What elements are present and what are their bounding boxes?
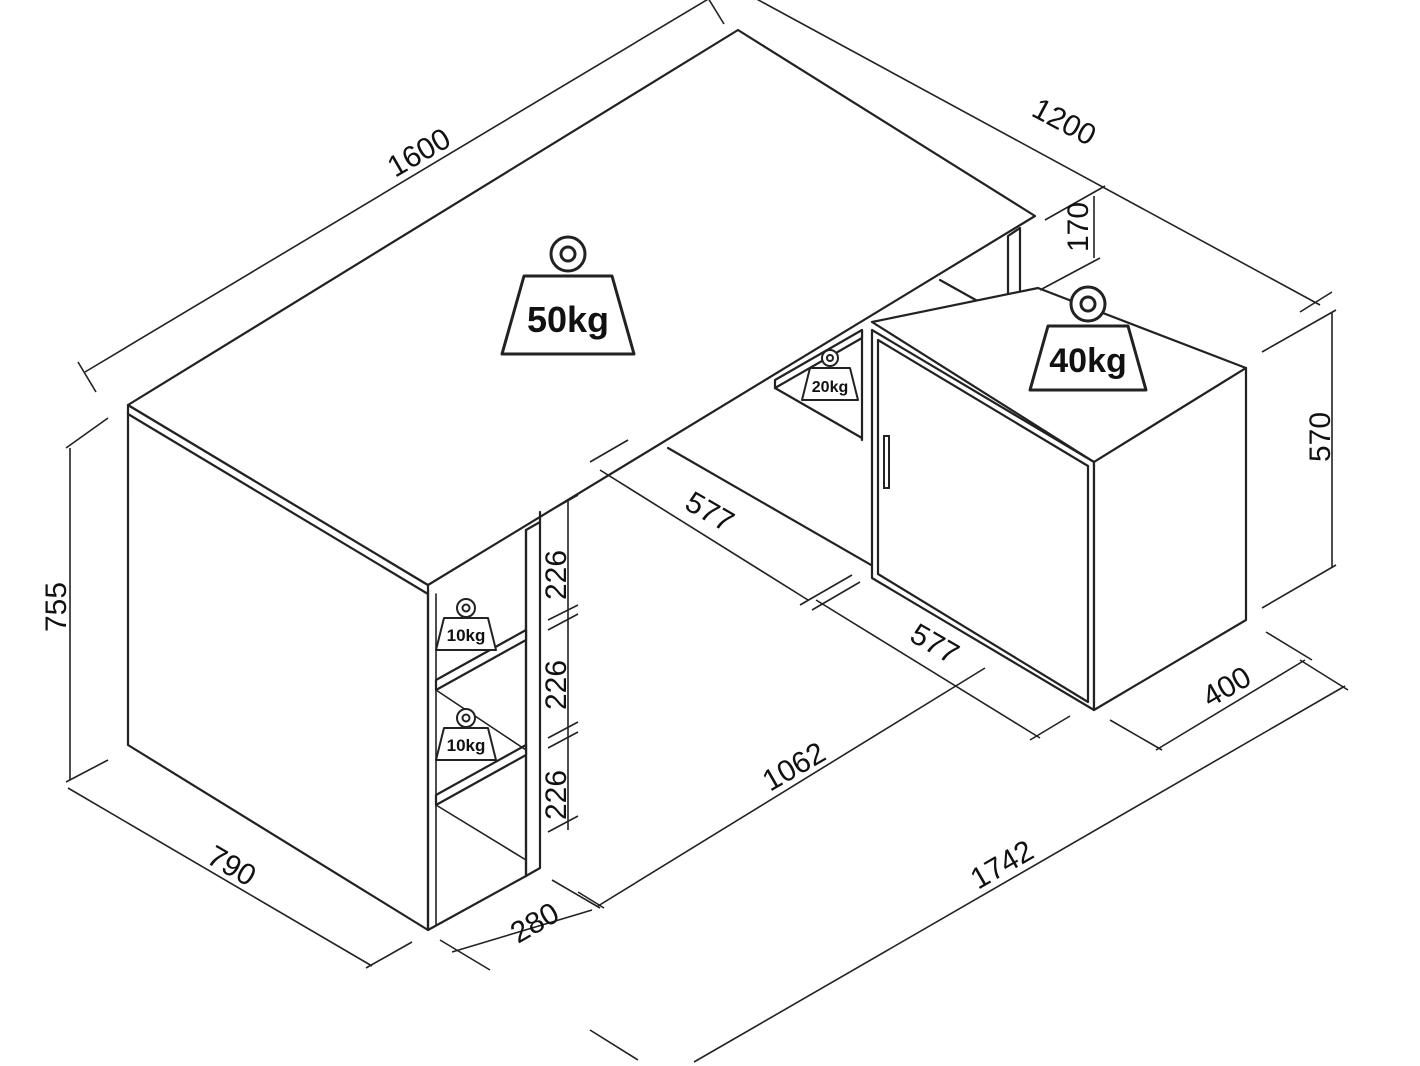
label-inner-span: 1062 xyxy=(757,736,831,798)
dim-ext xyxy=(547,494,579,513)
dim-ext xyxy=(547,604,579,621)
label-desk-depth: 790 xyxy=(202,839,262,893)
label-shelf-width: 280 xyxy=(505,896,565,950)
dim-line-desk-depth xyxy=(67,787,373,967)
dim-ext xyxy=(439,939,491,971)
weight-icon: 10kg xyxy=(435,598,497,651)
dim-ext xyxy=(547,731,579,749)
dim-ext xyxy=(547,815,579,833)
dim-ext xyxy=(365,941,413,969)
weight-icon: 20kg xyxy=(801,349,859,401)
cabinet-side xyxy=(1092,366,1248,712)
dim-tick xyxy=(708,0,725,25)
dim-ext xyxy=(1029,715,1071,741)
desk-structure xyxy=(126,28,1248,932)
load-label-desktop: 50kg xyxy=(527,299,609,340)
shelf-back-1 xyxy=(435,689,527,751)
dim-ext xyxy=(1044,185,1106,221)
dim-line-top-length xyxy=(84,0,709,373)
label-desk-height: 755 xyxy=(40,582,73,632)
dim-ext xyxy=(589,439,629,463)
weight-icon: 10kg xyxy=(435,708,497,761)
corner-shelf xyxy=(773,328,864,390)
corner-shelf-underside xyxy=(773,386,864,440)
dimension-lines xyxy=(65,0,1349,1063)
dim-line-top-depth xyxy=(756,0,1321,306)
dim-ext xyxy=(547,721,579,739)
dim-ext xyxy=(1265,631,1313,661)
load-label-cabinet: 40kg xyxy=(1049,342,1127,380)
dim-line-half-lower xyxy=(815,599,1041,739)
label-shelf-height-1: 226 xyxy=(540,550,573,600)
label-shelf-height-3: 226 xyxy=(540,770,573,820)
label-shelf-height-2: 226 xyxy=(540,660,573,710)
shelf-unit-side xyxy=(524,520,542,878)
dim-ext xyxy=(551,879,601,909)
load-label-shelf-upper: 10kg xyxy=(447,626,486,645)
cabinet-door xyxy=(876,338,1090,704)
label-cabinet-depth: 400 xyxy=(1197,660,1257,714)
dim-line-inner-span xyxy=(597,667,986,907)
shelf-back-2 xyxy=(435,804,527,861)
dim-ext xyxy=(65,759,109,783)
load-label-corner-shelf: 20kg xyxy=(812,379,848,396)
dim-ext xyxy=(1261,309,1337,353)
dim-ext xyxy=(1299,659,1349,691)
weight-icon: 50kg xyxy=(500,235,636,356)
dim-line-total-length xyxy=(693,685,1346,1063)
dim-line-half-upper xyxy=(599,469,809,601)
label-total-length: 1742 xyxy=(965,834,1039,896)
label-cabinet-height: 570 xyxy=(1304,412,1337,462)
weight-icon: 40kg xyxy=(1028,285,1148,392)
dim-tick xyxy=(577,891,605,909)
dim-ext xyxy=(1261,564,1337,609)
dim-ext xyxy=(65,417,109,449)
dim-ext xyxy=(1039,257,1101,291)
dim-tick xyxy=(77,361,97,393)
dim-ext xyxy=(1109,719,1163,751)
dim-ext xyxy=(589,1029,639,1061)
label-top-length: 1600 xyxy=(382,122,456,184)
dim-ext xyxy=(547,613,579,631)
shelf-unit-front xyxy=(426,528,528,932)
label-gap-height: 170 xyxy=(1062,202,1095,252)
dim-ext xyxy=(799,574,853,606)
load-label-shelf-lower: 10kg xyxy=(447,736,486,755)
dim-ext xyxy=(811,581,861,611)
label-top-depth: 1200 xyxy=(1027,92,1101,152)
dim-line-shelf-width xyxy=(451,909,593,953)
dim-tick xyxy=(1299,291,1333,313)
dim-line-cabinet-depth xyxy=(1155,659,1306,751)
cabinet-door-handle xyxy=(883,435,890,489)
label-half-span-upper: 577 xyxy=(680,485,740,539)
